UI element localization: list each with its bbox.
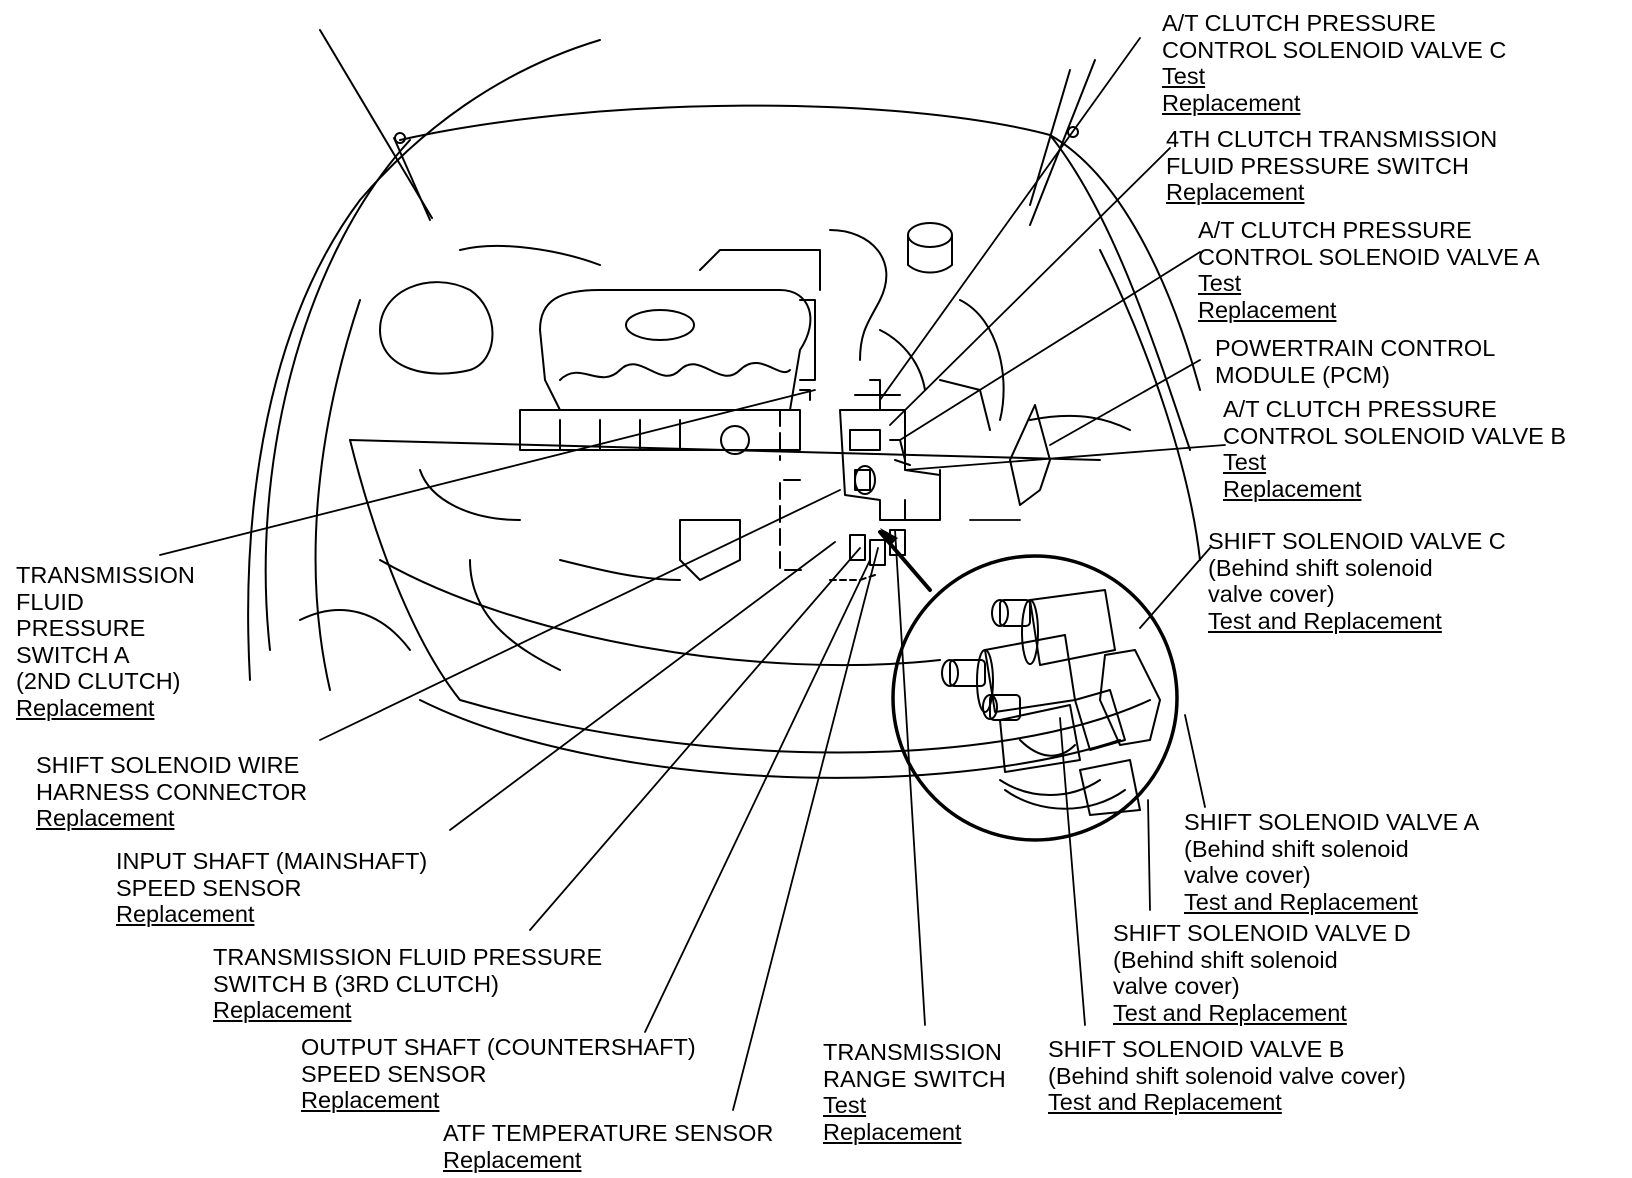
callout-atc-c: A/T CLUTCH PRESSURE CONTROL SOLENOID VAL…	[1162, 10, 1506, 116]
callout-atf-temp-replacement-link[interactable]: Replacement	[443, 1146, 582, 1173]
callout-range-switch-replacement-link[interactable]: Replacement	[823, 1118, 962, 1145]
callout-ss-wire-replacement-link[interactable]: Replacement	[36, 805, 175, 831]
callout-ssv-d: SHIFT SOLENOID VALVE D (Behind shift sol…	[1113, 920, 1411, 1026]
callout-output-shaft-title-1: OUTPUT SHAFT (COUNTERSHAFT)	[301, 1034, 696, 1060]
callout-ss-wire-title-1: SHIFT SOLENOID WIRE	[36, 752, 300, 778]
callout-ssv-b-title-2: (Behind shift solenoid valve cover)	[1048, 1062, 1406, 1089]
leader-lines	[159, 37, 1226, 1111]
callout-ssv-c: SHIFT SOLENOID VALVE C (Behind shift sol…	[1208, 528, 1506, 634]
callout-atc-b-title-2: CONTROL SOLENOID VALVE B	[1223, 422, 1567, 449]
callout-atc-a-title-1: A/T CLUTCH PRESSURE	[1198, 217, 1472, 243]
callout-atc-b-test-link[interactable]: Test	[1223, 449, 1267, 475]
callout-ssv-a-title-2: (Behind shift solenoid	[1184, 835, 1409, 862]
detail-circle	[878, 528, 1179, 842]
callout-ssv-c-title-1: SHIFT SOLENOID VALVE C	[1208, 528, 1506, 554]
callout-ssv-c-title-3: valve cover)	[1208, 581, 1335, 607]
hood-struts	[319, 29, 1096, 226]
callout-pcm-title-1: POWERTRAIN CONTROL	[1215, 335, 1496, 361]
callout-input-shaft-title-2: SPEED SENSOR	[116, 874, 302, 901]
callout-tfps-a-replacement-link[interactable]: Replacement	[16, 694, 155, 721]
callout-ssv-d-test-replacement-link[interactable]: Test and Replacement	[1113, 999, 1347, 1026]
callout-pcm: POWERTRAIN CONTROL MODULE (PCM)	[1215, 335, 1495, 388]
callout-input-shaft: INPUT SHAFT (MAINSHAFT) SPEED SENSOR Rep…	[116, 848, 427, 928]
callout-ssv-a-title-1: SHIFT SOLENOID VALVE A	[1184, 809, 1480, 835]
car-body-outline	[247, 39, 1201, 779]
callout-tfps-b-replacement-link[interactable]: Replacement	[213, 997, 352, 1023]
callout-atc-c-test-link[interactable]: Test	[1162, 63, 1206, 89]
callout-input-shaft-title-1: INPUT SHAFT (MAINSHAFT)	[116, 848, 428, 874]
callout-fourth-clutch: 4TH CLUTCH TRANSMISSION FLUID PRESSURE S…	[1166, 126, 1497, 206]
callout-output-shaft-replacement-link[interactable]: Replacement	[301, 1087, 440, 1113]
callout-tfps-a-title-4: SWITCH A	[16, 641, 130, 668]
callout-tfps-a-title-1: TRANSMISSION	[16, 562, 195, 588]
callout-atc-b-title-1: A/T CLUTCH PRESSURE	[1223, 396, 1497, 422]
engine-shapes	[379, 222, 1131, 581]
callout-fourth-clutch-title-2: FLUID PRESSURE SWITCH	[1166, 152, 1469, 179]
callout-range-switch-test-link[interactable]: Test	[823, 1092, 867, 1118]
callout-atc-b: A/T CLUTCH PRESSURE CONTROL SOLENOID VAL…	[1223, 396, 1566, 502]
callout-ssv-d-title-3: valve cover)	[1113, 973, 1240, 999]
callout-pcm-title-2: MODULE (PCM)	[1215, 361, 1390, 388]
callout-fourth-clutch-replacement-link[interactable]: Replacement	[1166, 179, 1305, 205]
callout-ssv-a-test-replacement-link[interactable]: Test and Replacement	[1184, 888, 1418, 915]
callout-output-shaft-title-2: SPEED SENSOR	[301, 1060, 487, 1087]
callout-ssv-c-test-replacement-link[interactable]: Test and Replacement	[1208, 607, 1442, 634]
callout-atc-c-replacement-link[interactable]: Replacement	[1162, 89, 1301, 116]
callout-atc-c-title-1: A/T CLUTCH PRESSURE	[1162, 10, 1436, 36]
callout-tfps-b-title-1: TRANSMISSION FLUID PRESSURE	[213, 944, 603, 970]
callout-ss-wire-title-2: HARNESS CONNECTOR	[36, 778, 308, 805]
callout-atf-temp-title-1: ATF TEMPERATURE SENSOR	[443, 1120, 774, 1146]
callout-atc-a-title-2: CONTROL SOLENOID VALVE A	[1198, 243, 1540, 270]
callout-atc-a-replacement-link[interactable]: Replacement	[1198, 296, 1337, 323]
callout-atc-c-title-2: CONTROL SOLENOID VALVE C	[1162, 36, 1507, 63]
callout-tfps-a-title-5: (2ND CLUTCH)	[16, 668, 181, 694]
callout-tfps-a-title-3: PRESSURE	[16, 615, 146, 641]
callout-atf-temp: ATF TEMPERATURE SENSOR Replacement	[443, 1120, 773, 1173]
callout-input-shaft-replacement-link[interactable]: Replacement	[116, 901, 255, 927]
callout-tfps-a-title-2: FLUID	[16, 588, 84, 615]
callout-ss-wire: SHIFT SOLENOID WIRE HARNESS CONNECTOR Re…	[36, 752, 307, 832]
callout-output-shaft: OUTPUT SHAFT (COUNTERSHAFT) SPEED SENSOR…	[301, 1034, 696, 1114]
callout-ssv-c-title-2: (Behind shift solenoid	[1208, 554, 1433, 581]
callout-atc-a: A/T CLUTCH PRESSURE CONTROL SOLENOID VAL…	[1198, 217, 1540, 323]
callout-tfps-a: TRANSMISSION FLUID PRESSURE SWITCH A (2N…	[16, 562, 195, 721]
callout-ssv-a: SHIFT SOLENOID VALVE A (Behind shift sol…	[1184, 809, 1479, 915]
callout-range-switch-title-1: TRANSMISSION	[823, 1039, 1002, 1065]
callout-range-switch-title-2: RANGE SWITCH	[823, 1065, 1006, 1092]
callout-ssv-d-title-1: SHIFT SOLENOID VALVE D	[1113, 920, 1411, 946]
callout-ssv-b: SHIFT SOLENOID VALVE B (Behind shift sol…	[1048, 1036, 1406, 1116]
callout-range-switch: TRANSMISSION RANGE SWITCH Test Replaceme…	[823, 1039, 1006, 1145]
callout-tfps-b: TRANSMISSION FLUID PRESSURE SWITCH B (3R…	[213, 944, 602, 1024]
callout-fourth-clutch-title-1: 4TH CLUTCH TRANSMISSION	[1166, 126, 1498, 152]
transmission-shapes	[779, 379, 941, 581]
callout-tfps-b-title-2: SWITCH B (3RD CLUTCH)	[213, 970, 499, 997]
callout-atc-b-replacement-link[interactable]: Replacement	[1223, 475, 1362, 502]
callout-ssv-b-title-1: SHIFT SOLENOID VALVE B	[1048, 1036, 1345, 1062]
callout-atc-a-test-link[interactable]: Test	[1198, 270, 1242, 296]
callout-ssv-b-test-replacement-link[interactable]: Test and Replacement	[1048, 1089, 1282, 1115]
callout-ssv-a-title-3: valve cover)	[1184, 862, 1311, 888]
callout-ssv-d-title-2: (Behind shift solenoid	[1113, 946, 1338, 973]
